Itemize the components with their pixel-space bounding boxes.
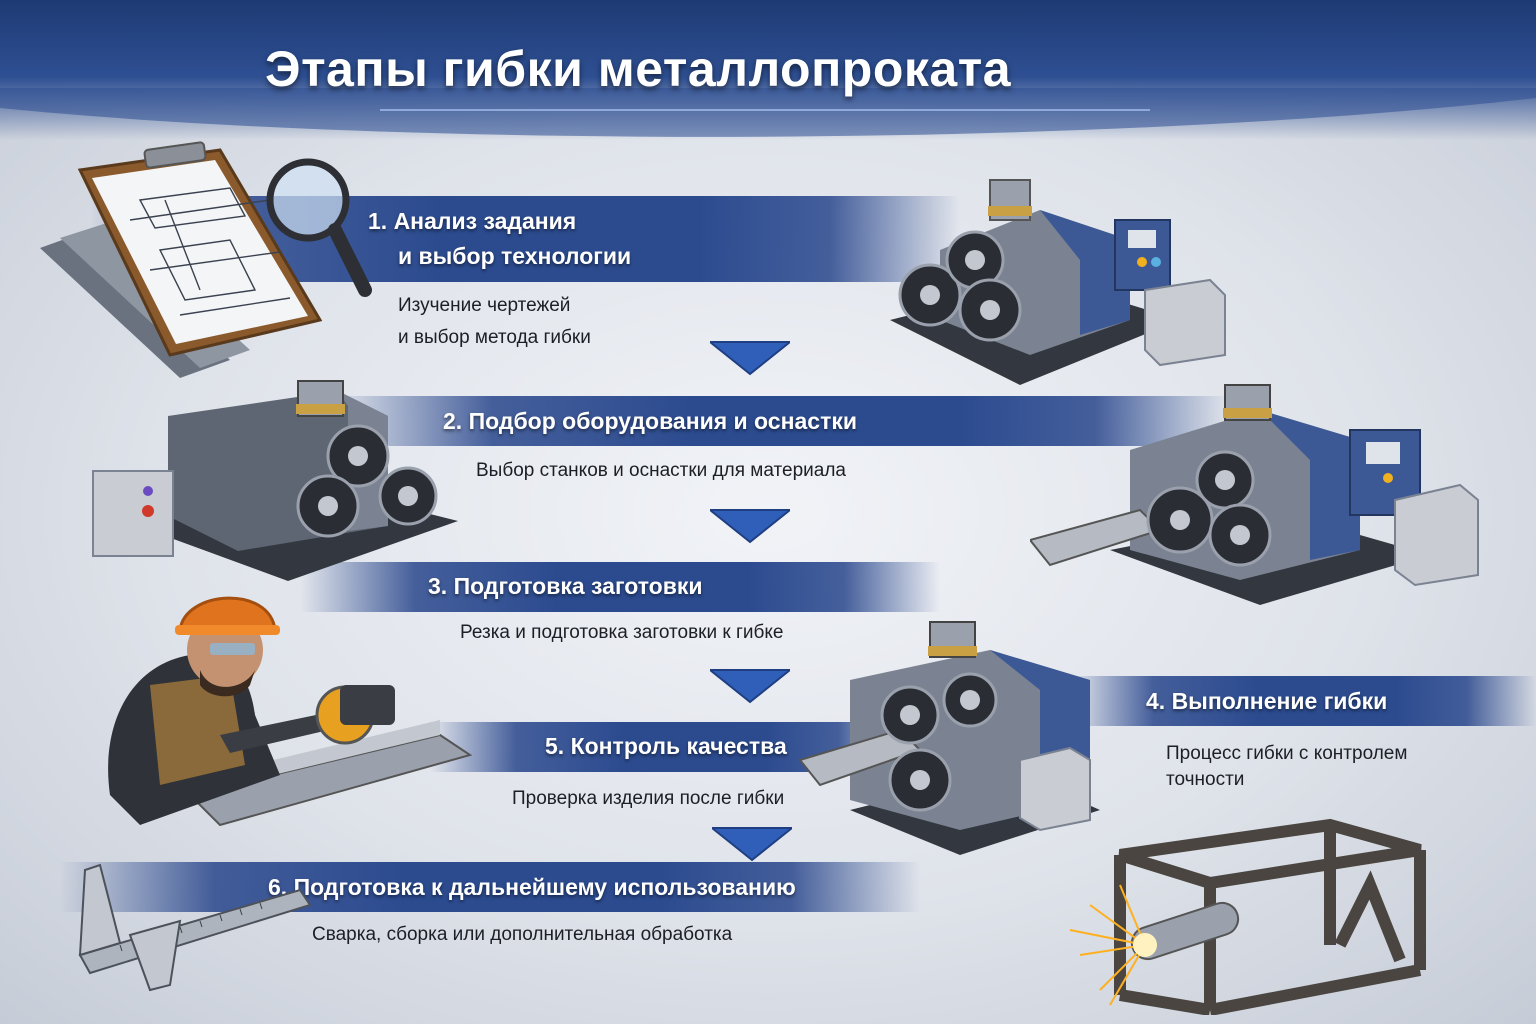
step-6-desc: Сварка, сборка или дополнительная обрабо… [312, 924, 733, 945]
step-4-title: 4. Выполнение гибки [1146, 688, 1388, 714]
caliper-icon [78, 863, 312, 992]
worker-grinding-icon [108, 596, 473, 827]
step-1-title-line2: и выбор технологии [398, 243, 632, 269]
roll-bending-machine-icon [890, 179, 1226, 385]
flow-arrow-4 [712, 827, 792, 862]
step-6-ribbon [60, 862, 920, 912]
step-3-title: 3. Подготовка заготовки [428, 573, 703, 599]
flow-arrow-1 [710, 341, 790, 376]
step-6-title: 6. Подготовка к дальнейшему использовани… [268, 874, 796, 900]
step-5-title: 5. Контроль качества [545, 733, 787, 759]
step-2-desc: Выбор станков и оснастки для материала [476, 460, 846, 481]
clipboard-drawing-icon [40, 141, 372, 378]
step-4-desc-line1: Процесс гибки с контролем [1166, 743, 1408, 764]
control-box-icon [92, 470, 174, 557]
step-2-title: 2. Подбор оборудования и оснастки [443, 408, 857, 434]
header-wave [0, 88, 1536, 137]
step-1-desc-line2: и выбор метода гибки [398, 327, 591, 348]
roll-bending-machine-with-profile-icon [1030, 384, 1479, 605]
step-3-desc: Резка и подготовка заготовки к гибке [460, 622, 784, 643]
step-5-desc: Проверка изделия после гибки [512, 788, 785, 809]
step-4-desc-line2: точности [1166, 769, 1245, 790]
step-4-ribbon [1070, 676, 1536, 726]
flow-arrow-3 [710, 669, 790, 704]
roll-bending-machine-center-icon [798, 621, 1100, 855]
page-title: Этапы гибки металлопроката [265, 41, 1012, 97]
step-2-ribbon [330, 396, 1230, 446]
step-1-desc-line1: Изучение чертежей [398, 295, 571, 316]
welded-frame-icon [1069, 818, 1426, 1015]
step-3-ribbon [300, 562, 940, 612]
roll-bending-machine-left-icon [92, 380, 458, 581]
flow-arrow-2 [710, 509, 790, 544]
step-1-title-line1: 1. Анализ задания [368, 208, 577, 234]
